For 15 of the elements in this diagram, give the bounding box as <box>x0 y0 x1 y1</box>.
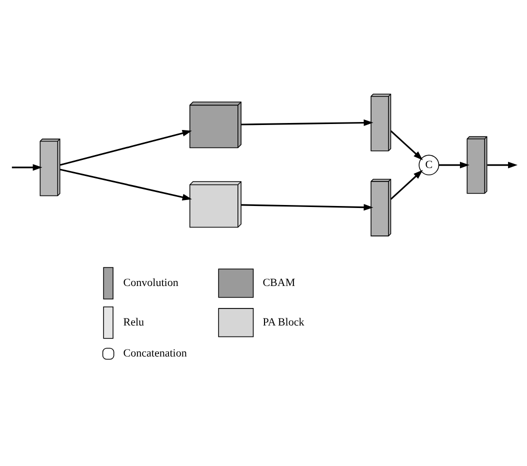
arrow <box>438 162 470 168</box>
arrow <box>12 164 42 171</box>
arrow <box>390 130 423 160</box>
arrow <box>60 168 192 200</box>
node-circle: C <box>418 154 440 176</box>
legend-label: PA Block <box>262 316 304 329</box>
arrow <box>487 162 518 168</box>
arrow <box>390 170 423 200</box>
arrow <box>60 130 192 166</box>
legend-label: Relu <box>123 316 144 329</box>
legend-label: CBAM <box>262 277 296 290</box>
legend-label: Convolution <box>123 277 178 290</box>
arrow <box>241 204 374 211</box>
legend-label: Concatenation <box>123 348 187 360</box>
arrow <box>241 119 374 126</box>
